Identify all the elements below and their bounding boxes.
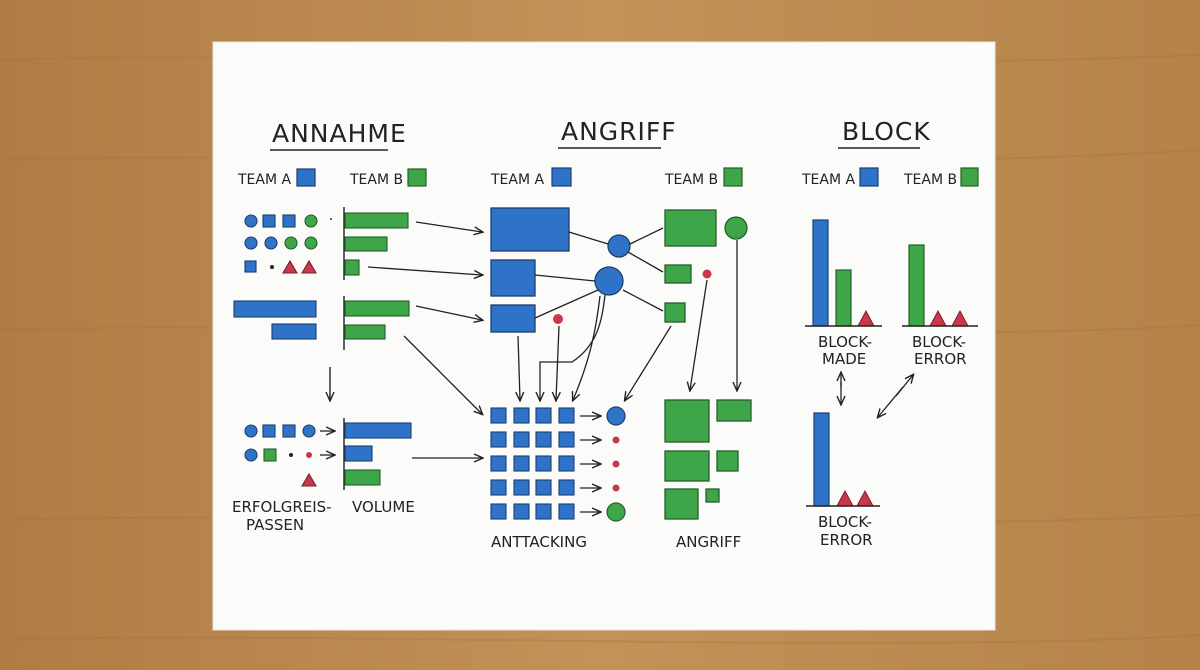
block-relation-arrows — [841, 373, 913, 417]
section-block: BLOCK TEAM A TEAM B BLOCK- MADE BLOCK- E… — [801, 117, 979, 549]
block-error-chart-bottom — [806, 412, 880, 507]
block-team-b-swatch — [960, 167, 979, 187]
angriff-title: ANGRIFF — [561, 117, 677, 146]
annahme-team-b-bars-mid — [343, 296, 410, 350]
angriff-team-b-boxes — [664, 209, 717, 323]
annahme-team-b-swatch — [407, 168, 427, 187]
annahme-bottom-symbols — [244, 424, 317, 487]
angriff-team-a-boxes — [490, 207, 570, 333]
annahme-volume-bars — [343, 418, 412, 490]
angriff-team-b-swatch — [723, 167, 743, 187]
annahme-title: ANNAHME — [272, 119, 407, 148]
angriff-team-b-label: TEAM B — [664, 172, 718, 188]
angriff-team-a-label: TEAM A — [490, 172, 545, 188]
block-team-b-label: TEAM B — [903, 172, 957, 188]
annahme-team-b-label: TEAM B — [349, 172, 403, 188]
annahme-symbol-rows — [244, 214, 318, 274]
block-error-bottom-label-line1: BLOCK- — [818, 513, 872, 531]
annahme-team-b-bars — [343, 207, 409, 280]
block-error-bottom-label-line2: ERROR — [820, 531, 873, 549]
block-team-a-swatch — [859, 167, 879, 187]
block-title: BLOCK — [842, 117, 931, 146]
block-made-label-line2: MADE — [822, 350, 866, 368]
annahme-team-a-bars — [233, 300, 317, 340]
angriff-attack-grid — [490, 407, 575, 520]
section-annahme: ANNAHME TEAM A TEAM B — [232, 119, 427, 534]
annahme-caption-left-line2: PASSEN — [246, 516, 304, 534]
annahme-team-a-label: TEAM A — [237, 172, 292, 188]
annahme-to-angriff-arrows — [367, 221, 482, 458]
block-error-right-label-line2: ERROR — [914, 350, 967, 368]
block-error-chart-right — [902, 244, 978, 327]
angriff-red-dot-b — [702, 269, 712, 279]
angriff-red-dot — [553, 314, 563, 324]
annahme-caption-right: VOLUME — [352, 498, 415, 516]
angriff-green-node — [724, 216, 748, 240]
angriff-outcome-dots — [606, 406, 626, 522]
angriff-caption-right: ANGRIFF — [676, 533, 741, 551]
annahme-caption-left-line1: ERFOLGREIS- — [232, 498, 332, 516]
angriff-grid-arrows — [580, 416, 600, 512]
block-team-a-label: TEAM A — [801, 172, 856, 188]
annahme-team-a-swatch — [296, 168, 316, 187]
angriff-connections — [518, 227, 737, 400]
block-made-chart — [805, 219, 882, 327]
angriff-team-b-outcomes — [664, 399, 752, 520]
block-error-right-label-line1: BLOCK- — [912, 333, 966, 351]
angriff-team-a-swatch — [551, 167, 572, 187]
section-angriff: ANGRIFF TEAM A TEAM B — [490, 117, 752, 551]
block-made-label-line1: BLOCK- — [818, 333, 872, 351]
angriff-caption-left: ANTTACKING — [491, 533, 587, 551]
